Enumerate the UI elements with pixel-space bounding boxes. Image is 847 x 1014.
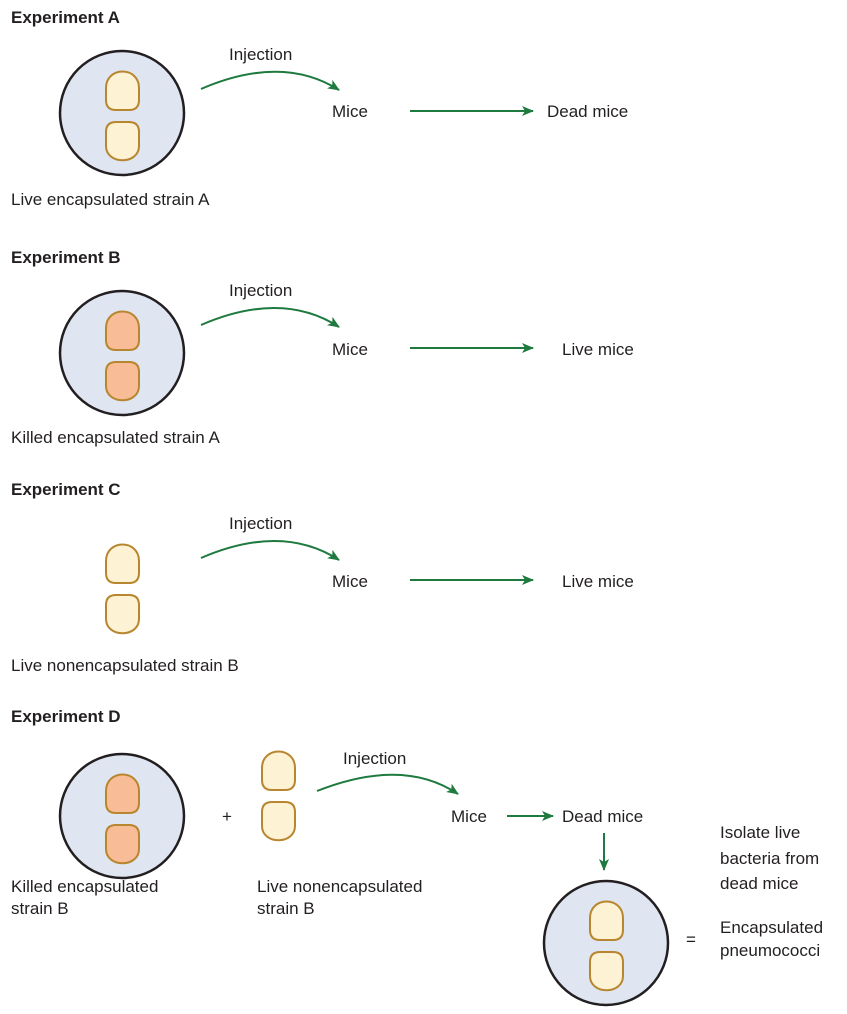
encapsulated-capsule-d bbox=[58, 752, 186, 880]
experiment-d-mice-label: Mice bbox=[451, 807, 487, 826]
experiment-b-sample-label: Killed encapsulated strain A bbox=[11, 428, 221, 447]
experiment-b-mice-label: Mice bbox=[332, 340, 368, 359]
result-capsule bbox=[542, 879, 670, 1007]
experiment-a-sample-label: Live encapsulated strain A bbox=[11, 190, 210, 209]
experiment-b-injection-label: Injection bbox=[229, 281, 292, 300]
experiment-c: Experiment C Live nonencapsulated strain… bbox=[11, 480, 634, 675]
experiment-b-title: Experiment B bbox=[11, 248, 121, 267]
experiment-a-injection-label: Injection bbox=[229, 45, 292, 64]
experiment-d-second-sample-label-line-1: Live nonencapsulated bbox=[257, 877, 422, 896]
experiment-b: Experiment B Killed encapsulated strain … bbox=[11, 248, 634, 447]
injection-arrow-d bbox=[316, 773, 459, 795]
isolate-note-line-1: Isolate live bbox=[720, 823, 800, 842]
live-nonencapsulated-cells-d bbox=[261, 750, 296, 842]
experiment-b-outcome-label: Live mice bbox=[562, 340, 634, 359]
experiment-d-sample-label-line-2: strain B bbox=[11, 899, 69, 918]
experiment-d-title: Experiment D bbox=[11, 707, 121, 726]
experiment-d-injection-label: Injection bbox=[343, 749, 406, 768]
experiment-a: Experiment A Live encapsulated strain A … bbox=[11, 8, 628, 209]
equals-sign: = bbox=[686, 930, 696, 949]
experiment-c-sample-label: Live nonencapsulated strain B bbox=[11, 656, 239, 675]
live-nonencapsulated-cells-c bbox=[105, 543, 140, 635]
isolate-note-line-3: dead mice bbox=[720, 874, 798, 893]
experiment-a-mice-label: Mice bbox=[332, 102, 368, 121]
experiment-d: Experiment D Killed encapsulated strain … bbox=[11, 707, 823, 1007]
experiment-a-title: Experiment A bbox=[11, 8, 120, 27]
experiment-a-outcome-label: Dead mice bbox=[547, 102, 628, 121]
isolate-note-line-2: bacteria from bbox=[720, 849, 819, 868]
experiment-c-title: Experiment C bbox=[11, 480, 121, 499]
encapsulated-capsule-a bbox=[58, 49, 186, 177]
experiment-c-injection-label: Injection bbox=[229, 514, 292, 533]
result-note-line-2: pneumococci bbox=[720, 941, 820, 960]
injection-arrow-b bbox=[200, 307, 340, 328]
injection-arrow-a bbox=[200, 70, 340, 91]
experiment-d-second-sample-label-line-2: strain B bbox=[257, 899, 315, 918]
plus-sign: + bbox=[222, 807, 232, 826]
result-note-line-1: Encapsulated bbox=[720, 918, 823, 937]
experiment-c-outcome-label: Live mice bbox=[562, 572, 634, 591]
experiment-c-mice-label: Mice bbox=[332, 572, 368, 591]
experiment-d-outcome-label: Dead mice bbox=[562, 807, 643, 826]
encapsulated-capsule-b bbox=[58, 289, 186, 417]
injection-arrow-c bbox=[200, 540, 340, 561]
experiment-d-sample-label-line-1: Killed encapsulated bbox=[11, 877, 158, 896]
